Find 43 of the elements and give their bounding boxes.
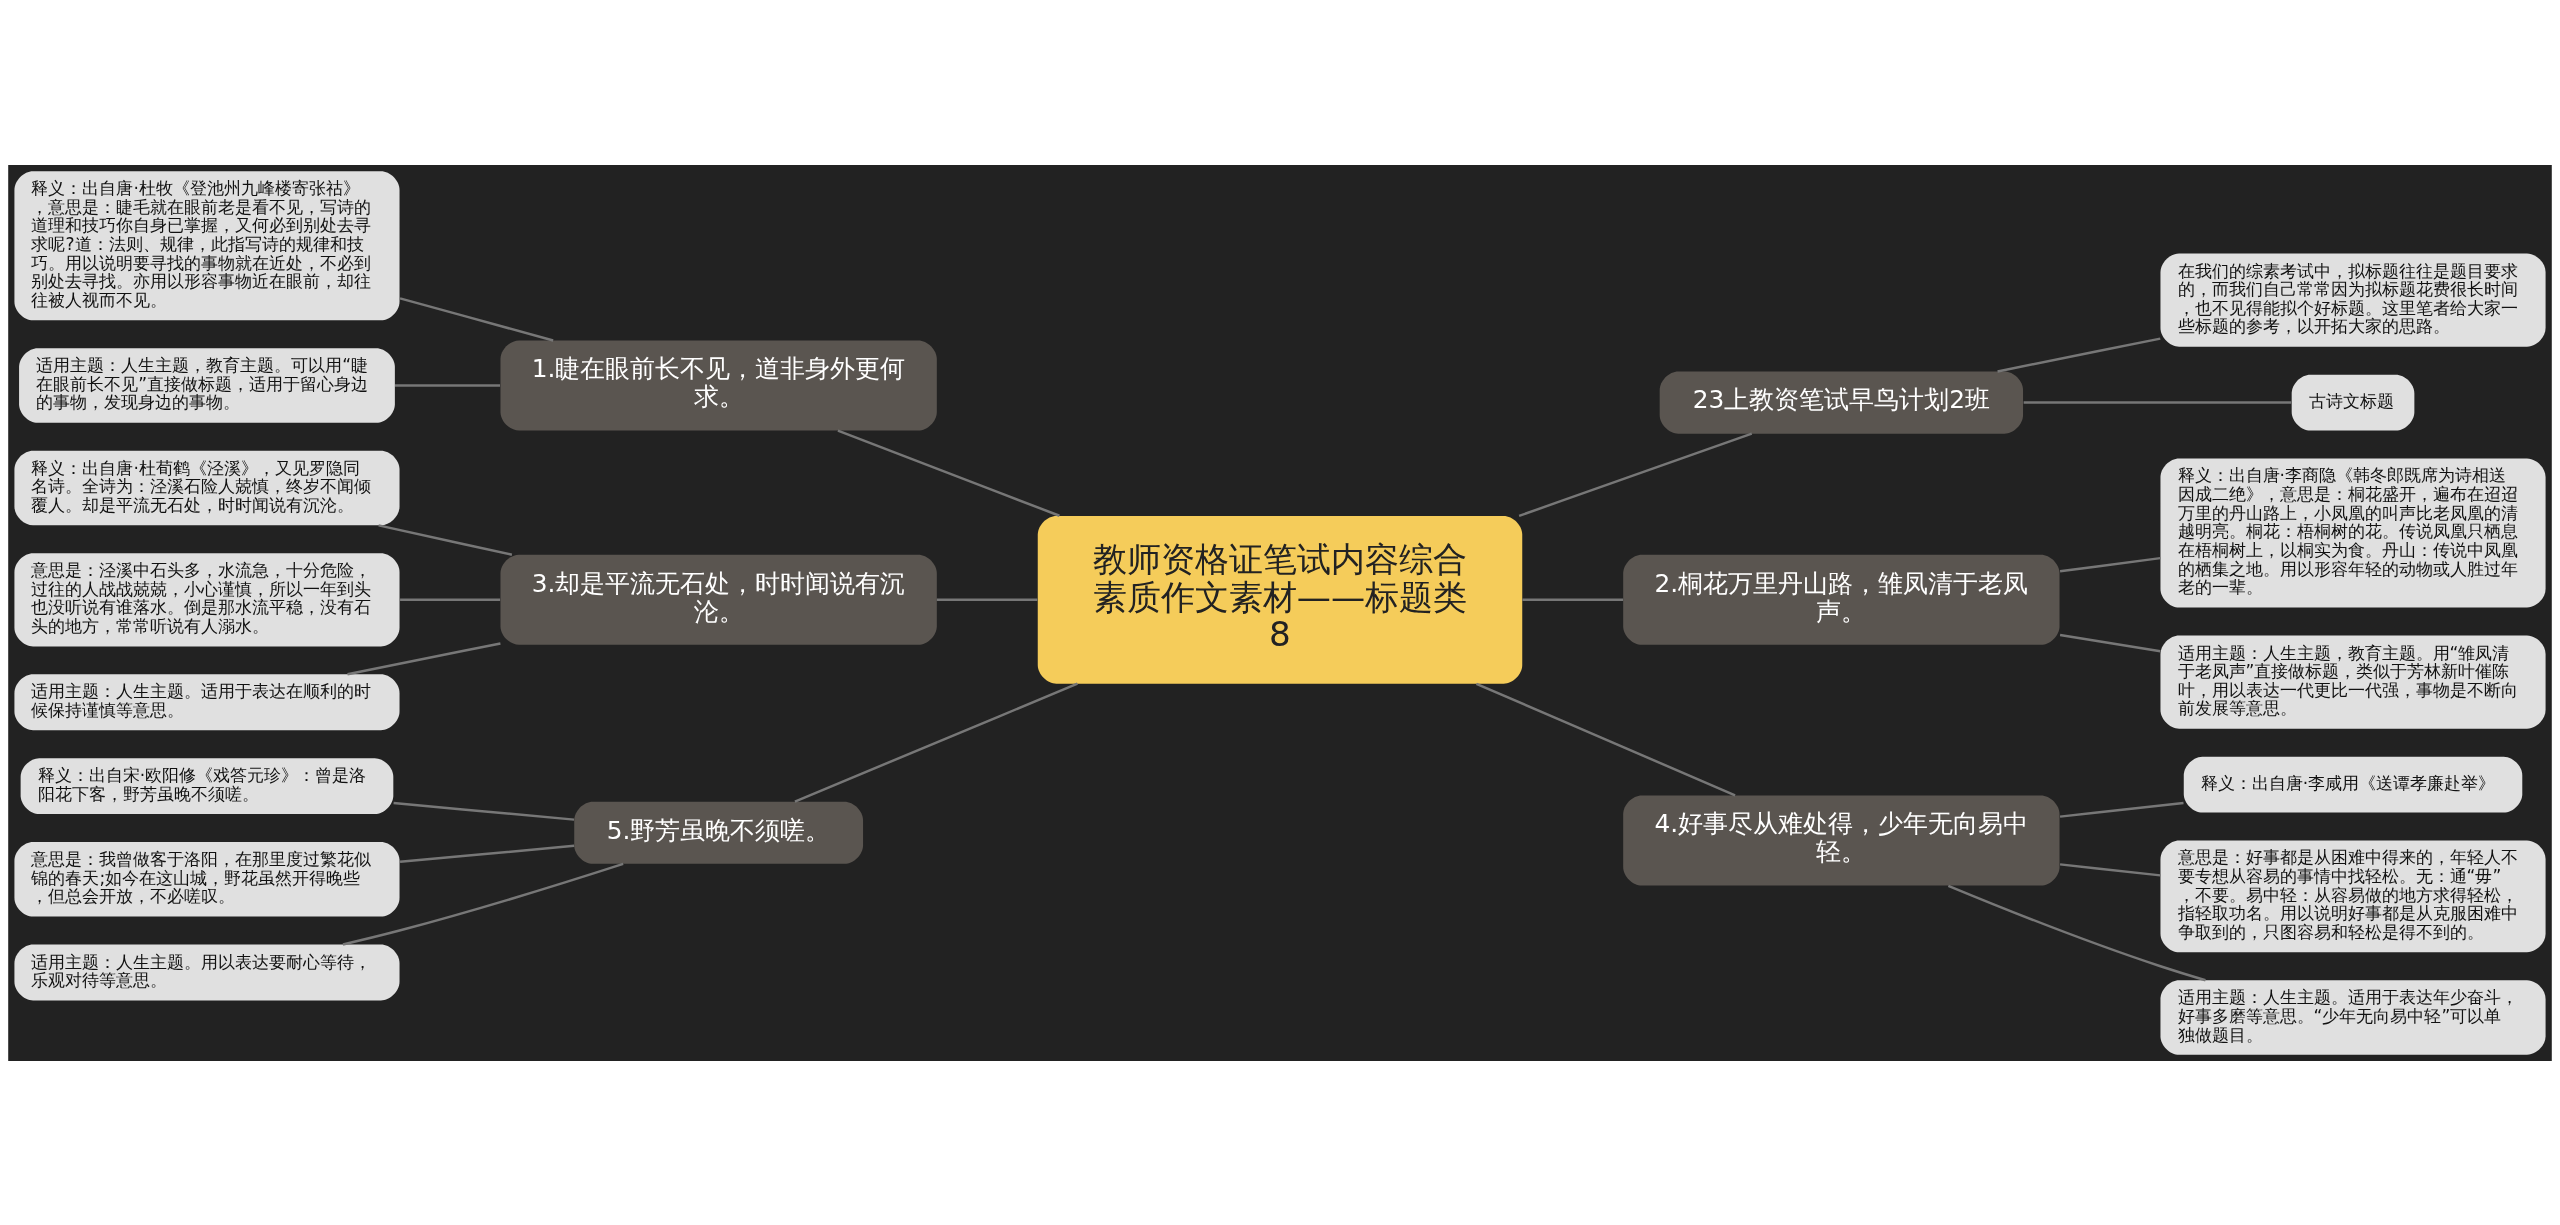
connector [1475, 682, 1736, 796]
node-box: 意思是：泾溪中石头多，水流急，十分危险，过往的人战战兢兢，小心谨慎，所以一年到头也没听说有谁落水。倒是那水流平稳，没有石头的地方，常常听说有人溺水。 [14, 552, 400, 646]
connector [1518, 432, 1753, 517]
connector [1997, 336, 2161, 373]
connector [400, 598, 501, 601]
node-box: 意思是：我曾做客于洛阳，在那里度过繁花似锦的春天;如今在这山城，野花虽然开得晚些，但总会开放，不必嗟叹。 [14, 841, 400, 917]
connector [378, 523, 513, 556]
connector [936, 598, 1038, 601]
node-box: 适用主题：人生主题，教育主题。用“雏凤清于老凤声”直接做标题，类似于芳林新叶催陈叶，用以表达一代更比一代强，事物是不断向前发展等意思。 [2160, 635, 2546, 729]
connector [2059, 801, 2184, 818]
connector [2059, 862, 2161, 877]
connector [2059, 556, 2161, 572]
node-box: 古诗文标题 [2291, 374, 2415, 431]
node-box: 1.睫在眼前长不见，道非身外更何求。 [500, 339, 937, 431]
node-box: 2.桐花万里丹山路，雏凤清于老凤声。 [1623, 554, 2060, 645]
node-box: 23上教资笔试早鸟计划2班 [1659, 371, 2024, 434]
connector [1522, 598, 1624, 601]
node-box: 适用主题：人生主题。用以表达要耐心等待，乐观对待等意思。 [14, 944, 400, 1000]
connector [399, 844, 575, 863]
connector [342, 862, 624, 946]
node-box: 意思是：好事都是从困难中得来的，年轻人不要专想从容易的事情中找轻松。无：通“毋”，不要。易中轻：从容易做的地方求得轻松，指轻取功名。用以说明好事都是从克服困难中争取到的，只图容易和轻松是得不到的。 [2160, 840, 2546, 952]
node-box: 适用主题：人生主题。适用于表达年少奋斗，好事多磨等意思。“少年无向易中轻”可以单独做题目。 [2160, 979, 2546, 1055]
connector [794, 682, 1078, 803]
connector [399, 296, 554, 342]
node-box: 教师资格证笔试内容综合素质作文素材——标题类8 [1037, 515, 1523, 684]
node-box: 释义：出自唐·杜荀鹤《泾溪》，又见罗隐同名诗。全诗为：泾溪石险人兢慎，终岁不闻倾覆人。却是平流无石处，时时闻说有沉沦。 [14, 450, 400, 525]
node-box: 4.好事尽从难处得，少年无向易中轻。 [1623, 794, 2060, 886]
node-box: 5.野芳虽晚不须嗟。 [574, 801, 864, 864]
connector [395, 383, 501, 387]
node-box: 适用主题：人生主题。适用于表达在顺利的时候保持谨慎等意思。 [14, 673, 400, 730]
connector [2059, 633, 2161, 652]
node-box: 在我们的综素考试中，拟标题往往是题目要求的，而我们自己常常因为拟标题花费很长时间，也不见得能拟个好标题。这里笔者给大家一些标题的参考，以开拓大家的思路。 [2160, 253, 2546, 347]
connector [393, 801, 575, 821]
connector [1947, 884, 2206, 981]
connector [837, 429, 1060, 517]
node-box: 3.却是平流无石处，时时闻说有沉沦。 [500, 554, 937, 645]
node-box: 释义：出自唐·李咸用《送谭孝廉赴举》 [2183, 756, 2523, 813]
node-box: 释义：出自宋·欧阳修《戏答元珍》：曾是洛阳花下客，野芳虽晚不须嗟。 [20, 757, 394, 814]
node-box: 释义：出自唐·杜牧《登池州九峰楼寄张祜》，意思是：睫毛就在眼前老是看不见，写诗的道理和技巧你自身已掌握，又何必到别处去寻求呢?道：法则、规律，此指写诗的规律和技巧。用以说明要寻找的事物就在近处，不必到别处去寻找。亦用以形容事物近在眼前，却往往被人视而不见。 [14, 170, 400, 320]
node-box: 适用主题：人生主题，教育主题。可以用“睫在眼前长不见”直接做标题，适用于留心身边的事物，发现身边的事物。 [19, 347, 395, 423]
node-box: 释义：出自唐·李商隐《韩冬郎既席为诗相送因成二绝》，意思是：桐花盛开，遍布在迢迢万里的丹山路上，小凤凰的叫声比老凤凰的清越明亮。桐花：梧桐树的花。传说凤凰只栖息在梧桐树上，以桐实为食。丹山：传说中凤凰的栖集之地。用以形容年轻的动物或人胜过年老的一辈。 [2160, 458, 2546, 608]
connector [2023, 400, 2292, 404]
connector [347, 641, 501, 675]
